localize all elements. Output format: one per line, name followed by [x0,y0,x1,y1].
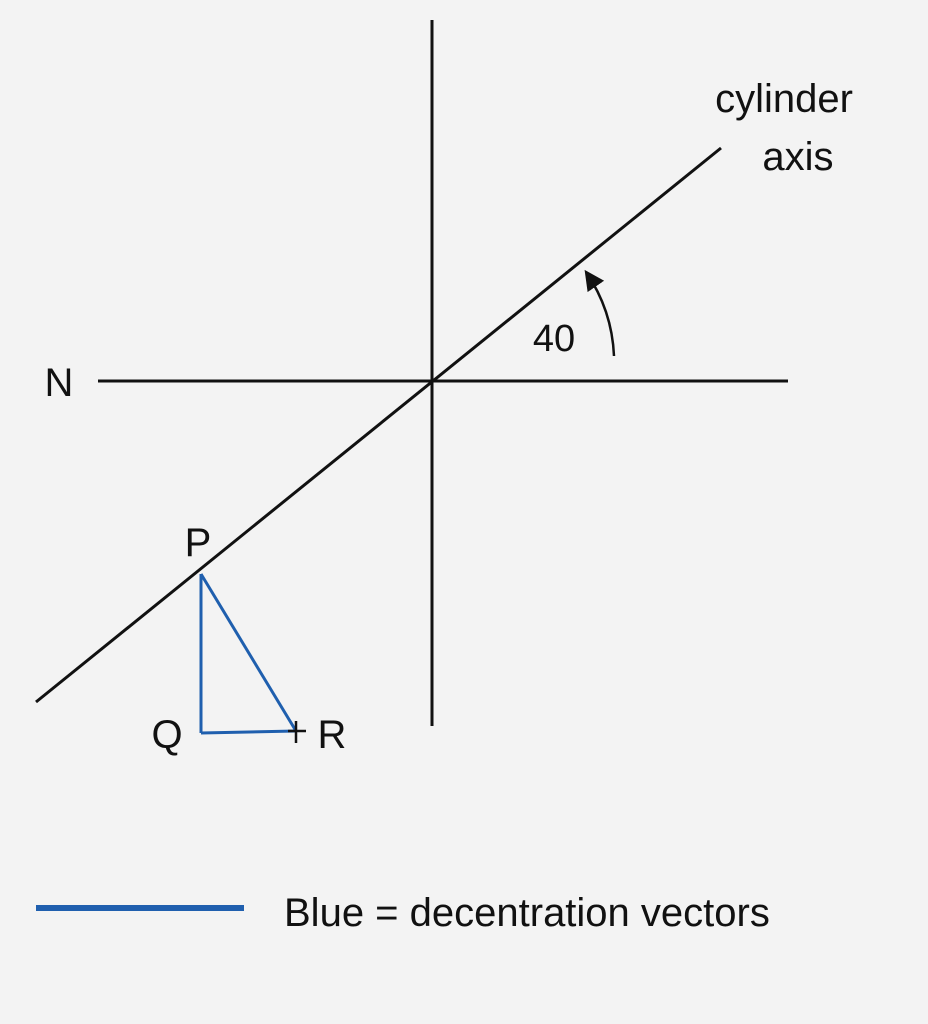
legend-text: Blue = decentration vectors [284,891,770,935]
vector-qr [200,729,297,735]
cylinder-axis-label-line2: axis [762,135,833,179]
angle-label: 40 [533,318,575,360]
north-label: N [45,361,74,405]
point-q-label: Q [151,713,182,757]
point-p-label: P [185,521,212,565]
vector-pr [199,573,298,732]
cylinder-axis-line [35,146,722,704]
point-r-label: R [318,713,347,757]
cylinder-axis-label-line1: cylinder [715,77,853,121]
angle-arc-arrow [584,269,616,357]
decentration-vectors [199,573,298,735]
